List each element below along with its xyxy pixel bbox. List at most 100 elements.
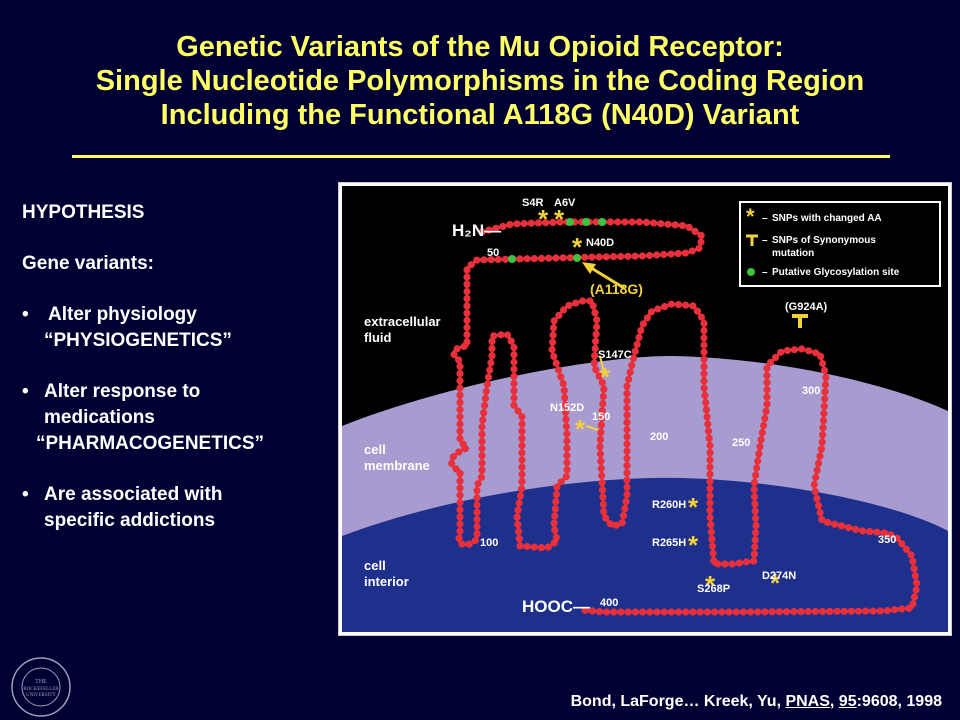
citation: Bond, LaForge… Kreek, Yu, PNAS, 95:9608,…: [571, 693, 942, 711]
bullet-text: Alter response to: [44, 381, 201, 402]
residue-bead: [646, 608, 654, 616]
residue-bead: [819, 424, 827, 432]
residue-bead: [706, 449, 714, 457]
residue-bead: [484, 373, 493, 381]
snp-asterisk-icon: *: [572, 232, 583, 262]
residue-bead: [674, 250, 682, 258]
residue-bead: [628, 218, 636, 226]
residue-bead: [700, 334, 708, 342]
residue-bead: [838, 522, 846, 530]
residue-bead: [623, 440, 631, 448]
residue-bead: [598, 471, 606, 480]
residue-bead: [813, 466, 821, 474]
residue-bead: [456, 406, 464, 414]
snp-asterisk-icon: *: [705, 570, 716, 600]
bullet-medications: • Alter response to: [22, 379, 342, 405]
residue-bead: [455, 534, 463, 542]
residue-bead: [596, 443, 604, 451]
variant-label: D274N: [762, 570, 796, 582]
residue-bead: [700, 377, 708, 385]
snp-asterisk-icon: *: [538, 204, 549, 234]
residue-bead: [623, 469, 631, 477]
residue-bead: [621, 218, 629, 226]
residue-bead: [456, 391, 464, 399]
residue-bead: [696, 608, 704, 616]
residue-bead: [754, 457, 762, 465]
residue-bead: [911, 572, 919, 580]
residue-bead: [549, 331, 557, 339]
bullet-glyph: •: [22, 484, 29, 505]
residue-bead: [516, 542, 524, 550]
residue-bead: [456, 377, 464, 385]
bullet-text: Are associated with: [44, 484, 223, 505]
residue-bead: [559, 380, 567, 388]
residue-bead: [486, 366, 494, 374]
residue-bead: [902, 545, 911, 553]
residue-bead: [490, 332, 498, 340]
residue-bead: [463, 323, 471, 332]
residue-bead: [487, 256, 495, 264]
svg-text:UNIVERSITY: UNIVERSITY: [26, 693, 56, 698]
residue-bead: [473, 501, 481, 509]
citation-volume: 95: [838, 693, 857, 710]
region-label: membrane: [364, 458, 430, 473]
residue-bead: [751, 536, 759, 544]
residue-bead: [623, 382, 631, 390]
residue-bead: [647, 308, 655, 316]
bullet-text: Alter physiology: [48, 304, 197, 325]
residue-bead: [497, 331, 505, 339]
residue-bead: [506, 221, 514, 229]
residue-bead: [572, 299, 580, 307]
residue-bead: [598, 486, 607, 494]
bullet-text-cont: medications: [44, 407, 155, 428]
residue-bead: [883, 606, 892, 615]
slide-title: Genetic Variants of the Mu Opioid Recept…: [0, 30, 960, 132]
residue-bead: [706, 499, 714, 507]
snp-asterisk-icon: *: [554, 204, 565, 234]
residue-bead: [560, 387, 568, 395]
residue-bead: [798, 345, 806, 353]
residue-bead: [704, 420, 712, 428]
residue-bead: [555, 311, 563, 319]
residue-bead: [549, 324, 558, 332]
residue-bead: [463, 266, 471, 274]
legend-label: Putative Glycosylation site: [772, 267, 900, 278]
residue-beads: [448, 218, 921, 616]
residue-bead: [467, 261, 475, 269]
residue-bead: [772, 353, 780, 361]
residue-bead: [516, 492, 524, 500]
residue-bead: [820, 409, 828, 417]
variant-label: N40D: [586, 237, 614, 249]
residue-bead: [751, 500, 759, 508]
residue-bead: [876, 607, 884, 615]
residue-bead: [695, 244, 703, 252]
residue-bead: [561, 401, 569, 409]
residue-bead: [456, 477, 464, 485]
residue-bead: [783, 608, 791, 616]
snp-asterisk-icon: *: [575, 414, 586, 444]
residue-bead: [552, 490, 560, 498]
residue-bead: [700, 348, 708, 356]
legend-dash: –: [762, 213, 768, 224]
residue-bead: [700, 319, 708, 327]
residue-bead: [600, 507, 608, 516]
residue-bead: [819, 607, 827, 615]
residue-bead: [660, 608, 668, 616]
residue-bead: [474, 480, 482, 488]
residue-bead: [559, 254, 567, 262]
residue-bead: [708, 535, 716, 543]
residue-bead: [598, 479, 606, 487]
arrowhead-icon: [582, 262, 596, 274]
residue-bead: [473, 515, 481, 523]
residue-bead: [602, 253, 610, 261]
residue-bead: [518, 463, 526, 471]
residue-bead: [510, 380, 518, 388]
residue-bead: [463, 316, 471, 324]
residue-bead: [523, 542, 531, 551]
title-line-1: Genetic Variants of the Mu Opioid Recept…: [176, 31, 784, 63]
residue-bead: [661, 303, 669, 311]
residue-bead: [775, 608, 783, 616]
residue-bead: [510, 358, 518, 366]
residue-bead: [599, 400, 607, 408]
residue-bead: [612, 521, 620, 529]
